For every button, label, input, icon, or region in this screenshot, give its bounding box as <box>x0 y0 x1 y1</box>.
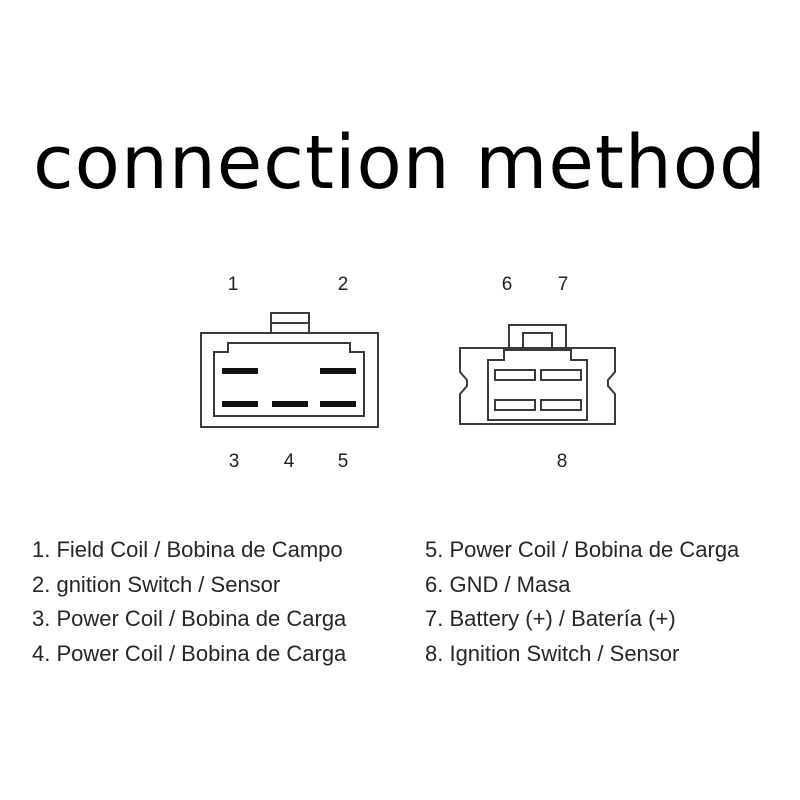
legend-item-4: 4. Power Coil / Bobina de Carga <box>32 640 347 666</box>
pin-label-8: 8 <box>557 451 568 472</box>
right-connector-housing <box>459 347 616 425</box>
left-connector <box>200 312 379 428</box>
page-title: connection method <box>32 120 768 206</box>
legend-item-8: 8. Ignition Switch / Sensor <box>425 640 680 666</box>
legend-item-2: 2. gnition Switch / Sensor <box>32 571 281 597</box>
pin-label-5: 5 <box>338 451 349 472</box>
terminal-pin-2 <box>320 368 356 374</box>
terminal-slot-7 <box>540 369 582 381</box>
pin-label-1: 1 <box>228 274 239 295</box>
terminal-pin-5 <box>320 401 356 407</box>
terminal-pin-1 <box>222 368 258 374</box>
terminal-pin-4 <box>272 401 308 407</box>
legend-item-5: 5. Power Coil / Bobina de Carga <box>425 537 740 562</box>
terminal-pin-3 <box>222 401 258 407</box>
legend-item-7: 7. Battery (+) / Batería (+) <box>425 606 676 631</box>
pin-label-6: 6 <box>502 274 513 295</box>
legend-item-3: 3. Power Coil / Bobina de Carga <box>32 606 347 631</box>
pin-label-4: 4 <box>284 451 295 472</box>
terminal-slot-6 <box>494 369 536 381</box>
right-connector-latch <box>508 324 567 349</box>
left-connector-cavity <box>213 342 365 417</box>
legend-right-column: 5. Power Coil / Bobina de Carga 6. GND /… <box>425 533 739 671</box>
legend-item-6: 6. GND / Masa <box>425 571 571 597</box>
terminal-slot-8 <box>494 399 536 411</box>
pin-label-2: 2 <box>338 274 349 295</box>
legend-item-1: 1. Field Coil / Bobina de Campo <box>32 537 343 562</box>
left-connector-terminals <box>222 368 356 407</box>
right-connector-cavity <box>487 349 588 421</box>
pin-label-3: 3 <box>229 451 240 472</box>
pin-label-7: 7 <box>558 274 569 295</box>
terminal-slot-9 <box>540 399 582 411</box>
right-connector <box>459 324 616 425</box>
left-connector-housing <box>200 322 379 428</box>
right-connector-latch-window <box>522 332 553 349</box>
legend-left-column: 1. Field Coil / Bobina de Campo 2. gniti… <box>32 533 346 671</box>
